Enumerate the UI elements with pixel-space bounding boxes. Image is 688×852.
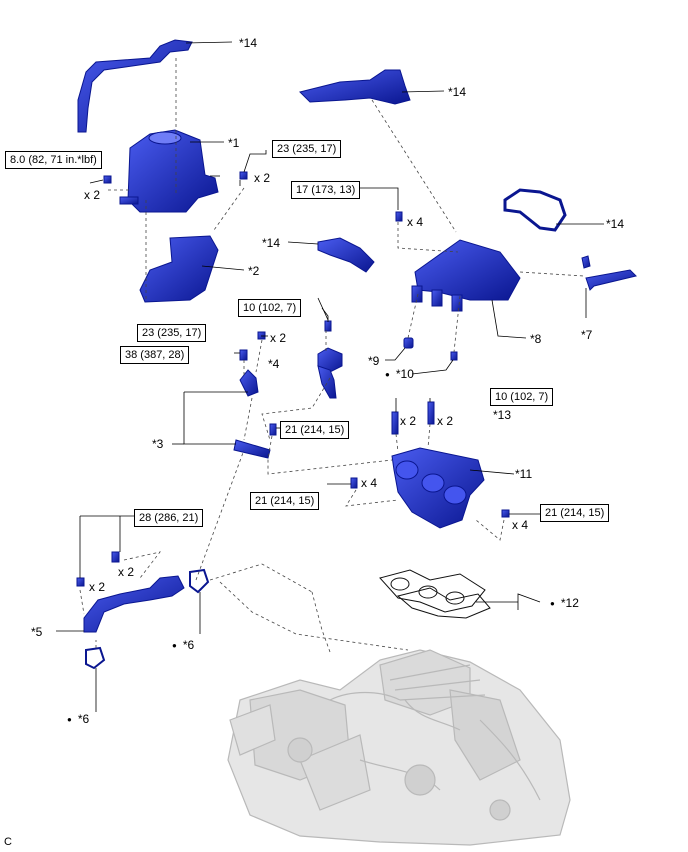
part-label-3: *3 — [152, 437, 164, 451]
parts-illustrations — [76, 39, 637, 670]
quantity-injector: x 2 — [400, 414, 417, 428]
part-label-7: *7 — [581, 328, 593, 342]
part-label-4: *4 — [268, 357, 280, 371]
torque-spec-water-pipe: 28 (286, 21) — [134, 509, 204, 527]
torque-spec-manifold-nut: 21 (214, 15) — [540, 504, 610, 522]
part-label-6-lower: *6 — [67, 712, 89, 727]
quantity-bracket-nut-2: x 2 — [270, 331, 287, 345]
part-label-14-top-left: *14 — [239, 36, 258, 50]
part-label-6-upper: *6 — [172, 638, 194, 653]
quantity-fuel-rail-bolt: x 4 — [407, 215, 424, 229]
assembly-dashed-lines — [79, 58, 585, 653]
torque-spec-bracket-nut: 23 (235, 17) — [272, 140, 342, 158]
part-label-13: *13 — [493, 408, 512, 422]
quantity-water-pipe-bolt: x 2 — [118, 565, 135, 579]
torque-spec-stud: 10 (102, 7) — [490, 388, 554, 406]
part-label-1: *1 — [228, 136, 240, 150]
quantity-bracket-nut: x 2 — [254, 171, 271, 185]
part-label-14-top-center: *14 — [448, 85, 467, 99]
part-label-14-right: *14 — [606, 217, 625, 231]
torque-spec-manifold-bolt: 21 (214, 15) — [250, 492, 320, 510]
torque-spec-sensor-bolt: 10 (102, 7) — [238, 299, 302, 317]
torque-spec-reservoir-bolt: 8.0 (82, 71 in.*lbf) — [5, 151, 102, 169]
intake-gasket-set — [379, 569, 491, 619]
torque-spec-wire-bracket-bolt: 21 (214, 15) — [280, 421, 350, 439]
illustration-code: C — [4, 836, 12, 848]
quantity-manifold-nut: x 4 — [512, 518, 529, 532]
torque-spec-bracket-bolt: 38 (387, 28) — [120, 346, 190, 364]
quantity-stud: x 2 — [437, 414, 454, 428]
part-label-2: *2 — [248, 264, 260, 278]
quantity-manifold-bolt: x 4 — [361, 476, 378, 490]
leader-lines — [56, 41, 604, 712]
engine-assembly-image — [227, 649, 571, 846]
quantity-water-pipe-nut: x 2 — [89, 580, 106, 594]
torque-spec-fuel-rail-bolt: 17 (173, 13) — [291, 181, 361, 199]
quantity-reservoir-bolt: x 2 — [84, 188, 101, 202]
torque-spec-bracket-nut-2: 23 (235, 17) — [137, 324, 207, 342]
part-label-5: *5 — [31, 625, 43, 639]
part-label-14-middle: *14 — [262, 236, 281, 250]
part-label-11: *11 — [515, 467, 533, 481]
part-label-12: *12 — [550, 596, 579, 611]
part-label-10: *10 — [385, 367, 414, 382]
part-label-9: *9 — [368, 354, 380, 368]
part-label-8: *8 — [530, 332, 542, 346]
